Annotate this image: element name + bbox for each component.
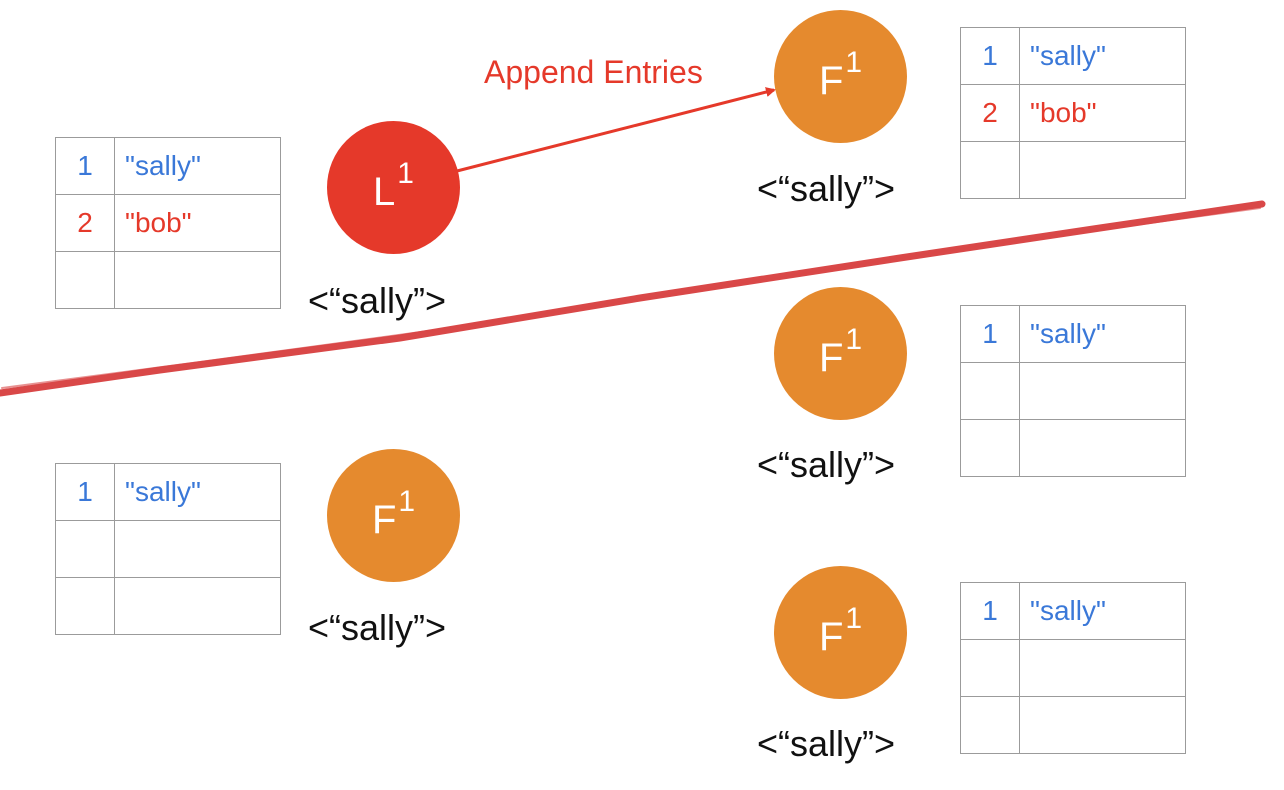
- log-row: [55, 251, 281, 309]
- log-entry: "sally": [114, 463, 281, 521]
- log-row: 2 "bob": [960, 84, 1186, 142]
- log-entry: [114, 577, 281, 635]
- log-index: [960, 639, 1020, 697]
- log-index: 2: [55, 194, 115, 252]
- log-table-follower: 1 "sally": [960, 305, 1186, 477]
- partition-line: [0, 200, 1266, 397]
- node-state: <“sally”>: [308, 607, 447, 648]
- log-row: 2 "bob": [55, 194, 281, 252]
- node-state: <“sally”>: [757, 723, 896, 764]
- node-letter: F: [818, 335, 844, 380]
- log-index: 1: [960, 305, 1020, 363]
- log-entry: [114, 251, 281, 309]
- node-term: 1: [397, 156, 414, 190]
- log-entry: [1019, 639, 1186, 697]
- log-index: [55, 577, 115, 635]
- log-index: 1: [55, 463, 115, 521]
- log-entry: [1019, 696, 1186, 754]
- log-table-follower: 1 "sally": [960, 582, 1186, 754]
- log-table-follower: 1 "sally": [55, 463, 281, 635]
- node-term: 1: [845, 45, 863, 79]
- log-row: [960, 362, 1186, 420]
- log-entry: [1019, 362, 1186, 420]
- log-row: [960, 141, 1186, 199]
- log-index: [960, 419, 1020, 477]
- log-entry: "sally": [1019, 305, 1186, 363]
- node-term: 1: [845, 601, 863, 635]
- log-row: [55, 577, 281, 635]
- log-row: 1 "sally": [55, 463, 281, 521]
- log-index: [960, 362, 1020, 420]
- log-index: 2: [960, 84, 1020, 142]
- node-letter: L: [373, 169, 396, 214]
- log-row: 1 "sally": [960, 27, 1186, 85]
- node-term: 1: [398, 484, 416, 518]
- log-table-follower: 1 "sally" 2 "bob": [960, 27, 1186, 199]
- log-entry: "bob": [114, 194, 281, 252]
- log-index: [55, 520, 115, 578]
- node-state: <“sally”>: [308, 280, 447, 321]
- append-entries-arrow: [456, 87, 776, 173]
- node-letter: F: [818, 58, 844, 103]
- log-entry: [114, 520, 281, 578]
- log-entry: [1019, 419, 1186, 477]
- log-index: [55, 251, 115, 309]
- log-index: [960, 141, 1020, 199]
- append-entries-label: Append Entries: [484, 54, 703, 90]
- log-row: 1 "sally": [960, 305, 1186, 363]
- node-term: 1: [845, 322, 863, 356]
- node-state: <“sally”>: [757, 168, 896, 209]
- node-letter: F: [371, 497, 397, 542]
- partition-line-texture: [1, 207, 1261, 389]
- node-state: <“sally”>: [757, 444, 896, 485]
- log-index: [960, 696, 1020, 754]
- log-index: 1: [960, 27, 1020, 85]
- log-row: 1 "sally": [55, 137, 281, 195]
- log-index: 1: [55, 137, 115, 195]
- log-index: 1: [960, 582, 1020, 640]
- log-entry: "sally": [114, 137, 281, 195]
- log-entry: "sally": [1019, 27, 1186, 85]
- log-entry: "bob": [1019, 84, 1186, 142]
- log-row: [55, 520, 281, 578]
- log-entry: [1019, 141, 1186, 199]
- log-row: [960, 639, 1186, 697]
- log-entry: "sally": [1019, 582, 1186, 640]
- log-row: [960, 696, 1186, 754]
- log-table-leader: 1 "sally" 2 "bob": [55, 137, 281, 309]
- log-row: [960, 419, 1186, 477]
- node-letter: F: [818, 614, 844, 659]
- log-row: 1 "sally": [960, 582, 1186, 640]
